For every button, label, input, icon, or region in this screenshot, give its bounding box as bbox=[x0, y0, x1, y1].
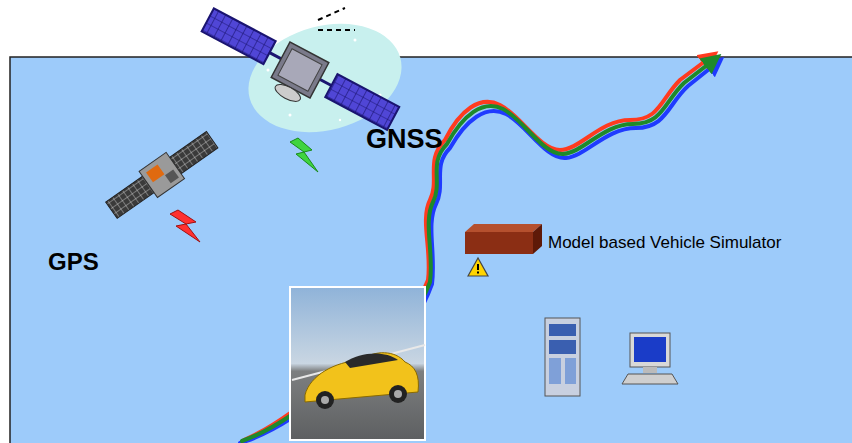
gps-satellite bbox=[102, 127, 221, 242]
system-label: GPS bbox=[48, 250, 99, 274]
panel-border bbox=[10, 57, 852, 443]
system-label: GNSS bbox=[366, 126, 443, 153]
simulator-box bbox=[465, 224, 542, 276]
component-label: Model based Vehicle Simulator bbox=[548, 234, 781, 251]
computer-icons bbox=[545, 318, 678, 396]
background-panel bbox=[10, 57, 852, 443]
car-photo bbox=[290, 287, 425, 440]
